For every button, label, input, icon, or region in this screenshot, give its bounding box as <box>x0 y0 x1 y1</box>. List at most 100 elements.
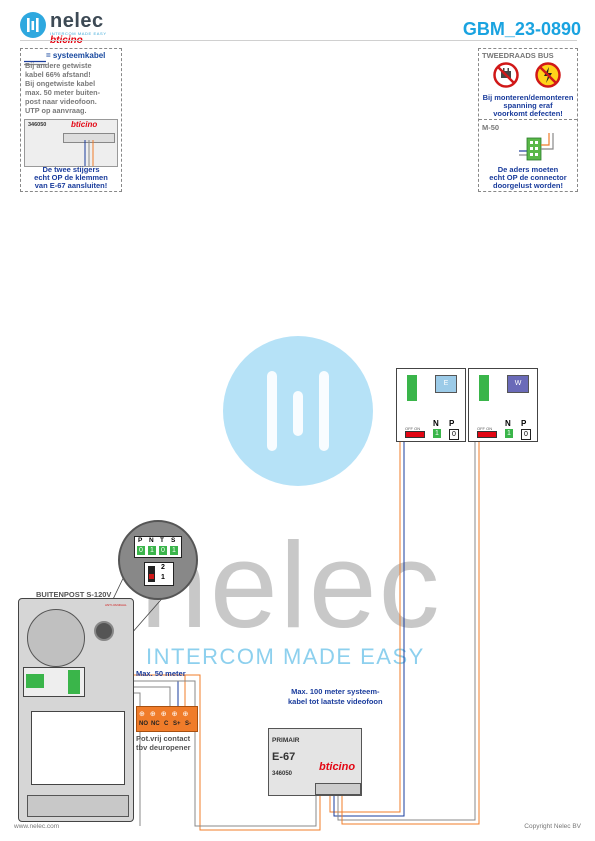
m50-caption-line: echt OP de connector <box>489 173 567 182</box>
cable-legend-icon <box>24 53 46 66</box>
system-cable-line: Bij ongetwiste kabel <box>25 79 96 88</box>
brand-name: nelec <box>50 10 104 32</box>
relay-caption-line: tbv deuropener <box>136 743 191 752</box>
monitor-switch-label: OFF ON <box>477 426 493 431</box>
two-wire-bus-title: TWEEDRAADS BUS <box>482 51 554 60</box>
no-power-plug-icon <box>493 62 519 88</box>
monitor-terminal-value: 0 <box>521 429 531 440</box>
zoom-terminal-strip: P N T S 0 1 0 1 <box>134 536 182 558</box>
distance-long-label: Max. 100 meter systeem- kabel tot laatst… <box>288 687 383 707</box>
camera-lens <box>94 621 114 641</box>
door-station-screen <box>31 711 125 785</box>
m50-caption: De aders moeten echt OP de connector doo… <box>479 166 577 190</box>
power-warning: Bij monteren/demonteren spanning eraf vo… <box>479 94 577 118</box>
e67-caption-line: van E-67 aansluiten! <box>34 181 108 190</box>
monitor-2: W OFF ON N P 1 0 <box>468 368 538 442</box>
dip-switch-marker <box>149 574 154 579</box>
monitor-terminal-label: N <box>505 419 511 428</box>
relay-terminal: NC <box>151 721 160 727</box>
monitor-screen: E <box>435 375 457 393</box>
monitor-screen: W <box>507 375 529 393</box>
terminal-block <box>26 674 44 688</box>
door-station-label: BUITENPOST S-120V <box>36 590 112 599</box>
zoom-terminal-label: N <box>149 537 154 544</box>
monitor-switch <box>477 431 497 438</box>
distance-long-line: kabel tot laatste videofoon <box>288 697 383 706</box>
system-cable-line: UTP op aanvraag. <box>25 106 87 115</box>
system-cable-line: max. 50 meter buiten- <box>25 88 101 97</box>
system-cable-title: = systeemkabel <box>46 51 106 60</box>
monitor-terminal-value: 1 <box>505 429 513 438</box>
terminal-block <box>68 670 80 694</box>
m50-connector <box>519 133 559 163</box>
brand-tagline: INTERCOM MADE EASY <box>50 31 107 36</box>
system-cable-line: kabel 66% afstand! <box>25 70 91 79</box>
e67-thumb-brand: bticino <box>71 120 98 129</box>
relay-caption-line: Pot.vrij contact <box>136 734 191 743</box>
monitor-switch-label: OFF ON <box>405 426 421 431</box>
e67-thumb-code: 346050 <box>28 122 47 128</box>
system-cable-line: post naar videofoon. <box>25 97 97 106</box>
m50-label: M-50 <box>482 123 500 132</box>
monitor-terminal-label: P <box>449 419 455 428</box>
footer-website: www.nelec.com <box>14 823 60 830</box>
nelec-logo-icon <box>20 12 46 38</box>
monitor-terminal-value: 0 <box>449 429 459 440</box>
door-station: ANTI-VANDAAL <box>18 598 134 822</box>
footer-copyright: Copyright Nelec BV <box>524 823 581 830</box>
relay-terminal: S+ <box>173 721 181 727</box>
ps-code: 346050 <box>272 771 293 777</box>
relay-terminal: C <box>164 721 169 727</box>
e67-thumb-wires <box>84 140 94 166</box>
m50-caption-line: De aders moeten <box>497 165 559 174</box>
watermark-tagline: INTERCOM MADE EASY <box>146 644 425 669</box>
monitor-terminal-label: N <box>433 419 439 428</box>
door-station-badge: ANTI-VANDAAL <box>105 603 127 607</box>
zoom-terminal-value: 1 <box>170 546 178 555</box>
monitor-terminal-block <box>479 375 489 401</box>
system-cable-line: Bij andere getwiste <box>25 61 92 70</box>
document-id: GBM_23-0890 <box>462 19 581 39</box>
relay-terminal: NO <box>139 721 148 727</box>
ps-brand: bticino <box>319 761 356 773</box>
e67-thumbnail: 346050 bticino <box>24 119 118 167</box>
zoom-terminal-value: 0 <box>137 546 145 555</box>
relay-module: NO NC C S+ S- ⊕⊕⊕⊕⊕ <box>136 706 198 732</box>
nelec-logo <box>20 12 46 38</box>
power-warning-line: spanning eraf <box>503 101 553 110</box>
e67-caption-line: echt OP de klemmen <box>34 173 108 182</box>
power-warning-line: voorkomt defecten! <box>493 109 563 118</box>
zoom-terminal-value: 1 <box>148 546 156 555</box>
dip-switch-label: 2 <box>161 564 165 571</box>
zoom-terminal-value: 0 <box>159 546 167 555</box>
door-station-bottom-panel <box>27 795 129 817</box>
monitor-terminal-label: P <box>521 419 527 428</box>
power-supply-e67: PRIMAIR E-67 346050 bticino <box>268 728 362 796</box>
e67-caption-line: De twee stijgers <box>42 165 100 174</box>
zoom-terminal-label: T <box>160 537 164 544</box>
e67-caption: De twee stijgers echt OP de klemmen van … <box>21 166 121 190</box>
zoom-terminal-label: S <box>171 537 176 544</box>
zoom-dip-switch: 2 1 <box>144 562 174 586</box>
monitor-terminal-value: 1 <box>433 429 441 438</box>
terminal-zoom-callout: P N T S 0 1 0 1 2 1 <box>118 520 198 600</box>
power-warning-line: Bij monteren/demonteren <box>482 93 574 102</box>
relay-screws: ⊕⊕⊕⊕⊕ <box>139 711 194 718</box>
dip-switch-label: 1 <box>161 574 165 581</box>
relay-caption: Pot.vrij contact tbv deuropener <box>136 734 191 752</box>
door-station-terminals <box>23 667 85 697</box>
header-divider <box>20 40 577 41</box>
monitor-terminal-block <box>407 375 417 401</box>
monitor-1: E OFF ON N P 1 0 <box>396 368 466 442</box>
system-cable-note: = systeemkabel Bij andere getwiste kabel… <box>20 48 122 192</box>
distance-short-label: Max. 50 meter <box>136 669 186 678</box>
zoom-terminal-label: P <box>138 537 143 544</box>
speaker-grille <box>27 609 85 667</box>
two-wire-bus-note: TWEEDRAADS BUS Bij monteren/demonteren s… <box>478 48 578 192</box>
ps-model: E-67 <box>272 751 296 763</box>
ps-terminal-strip <box>315 783 361 795</box>
monitor-switch <box>405 431 425 438</box>
m50-caption-line: doorgelust worden! <box>493 181 563 190</box>
no-voltage-icon <box>535 62 561 88</box>
relay-terminal: S- <box>185 721 191 727</box>
